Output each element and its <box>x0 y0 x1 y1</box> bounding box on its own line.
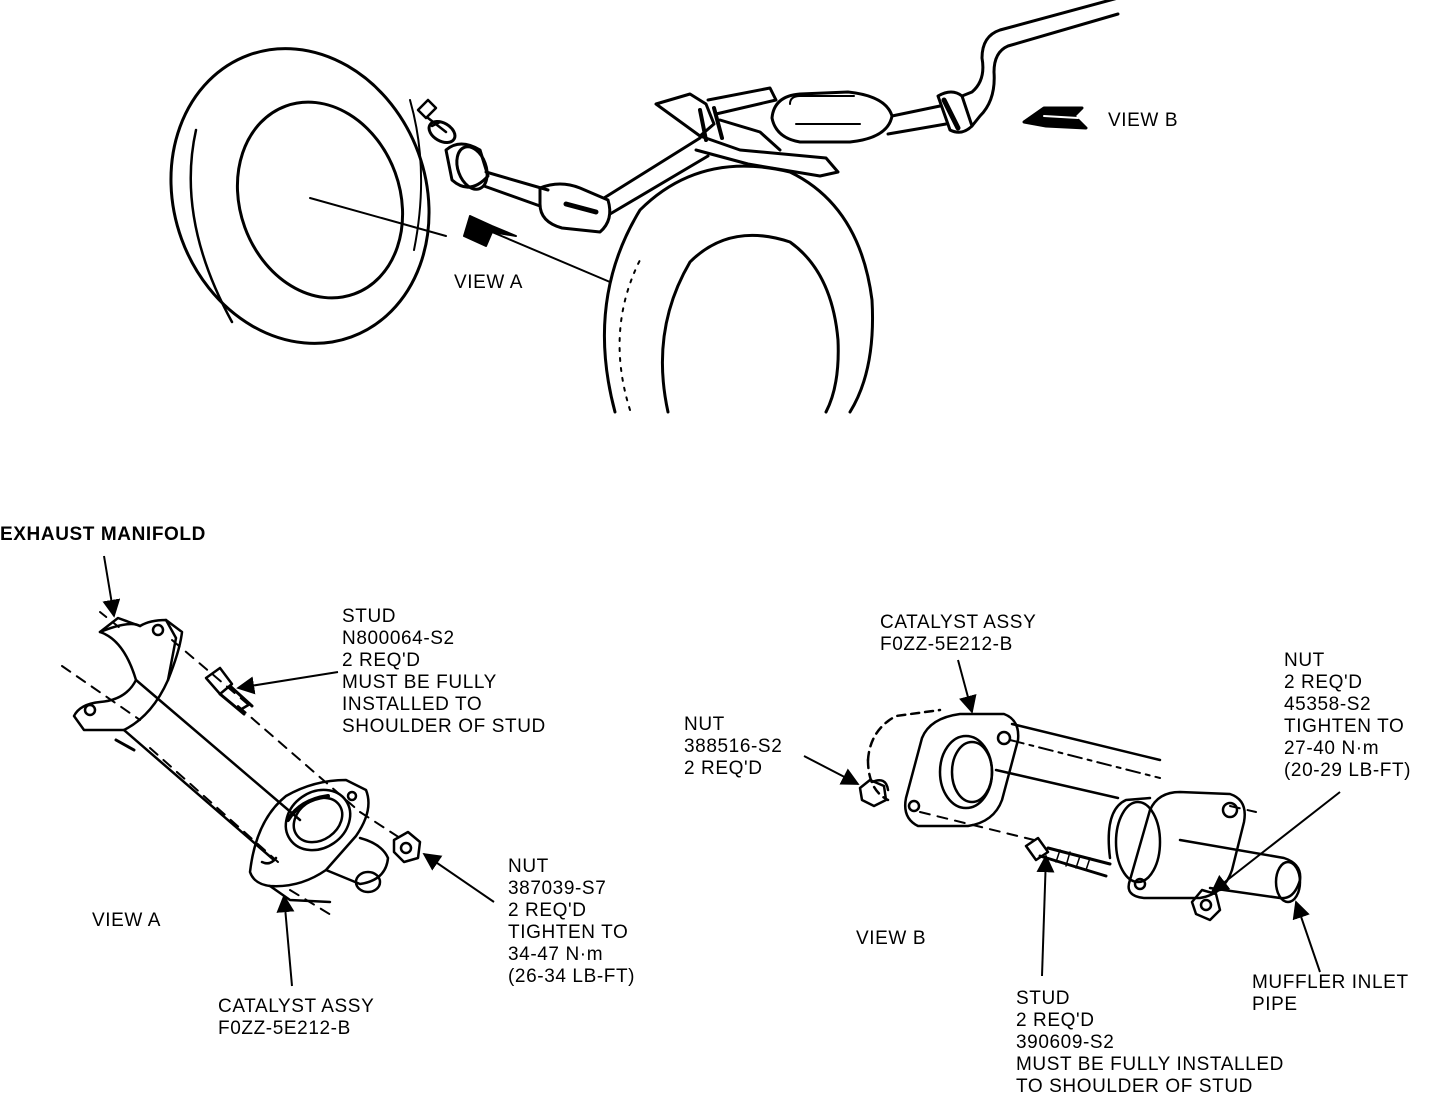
view-a-leaders <box>102 555 495 987</box>
view-b-stud-line3: 390609-S2 <box>1016 1032 1115 1053</box>
view-a-illustration <box>61 611 422 919</box>
view-b-nut-right-line1: NUT <box>1284 650 1325 671</box>
view-a-stud-line4: MUST BE FULLY <box>342 672 497 693</box>
view-a-nut-line4: TIGHTEN TO <box>508 922 629 943</box>
view-b-stud-line2: 2 REQ'D <box>1016 1010 1095 1031</box>
catalytic-converter-overview <box>770 90 948 144</box>
view-b-stud-line5: TO SHOULDER OF STUD <box>1016 1076 1253 1097</box>
view-b-catalyst-callout: CATALYST ASSY F0ZZ-5E212-B <box>880 612 1036 656</box>
right-tire <box>602 164 874 414</box>
view-b-stud-line1: STUD <box>1016 988 1071 1009</box>
view-b-nut-left-line3: 2 REQ'D <box>684 758 763 779</box>
view-b-nut-left-line2: 388516-S2 <box>684 736 783 757</box>
view-a-stud-line1: STUD <box>342 606 397 627</box>
view-b-catalyst-line2: F0ZZ-5E212-B <box>880 634 1013 655</box>
view-b-muffler-callout: MUFFLER INLET PIPE <box>1252 972 1409 1016</box>
view-b-stud-callout: STUD 2 REQ'D 390609-S2 MUST BE FULLY INS… <box>1016 988 1284 1098</box>
view-b-muffler-line1: MUFFLER INLET <box>1252 972 1409 993</box>
rear-pipe <box>936 0 1120 134</box>
front-pipe <box>482 136 710 234</box>
view-b-catalyst-line1: CATALYST ASSY <box>880 612 1037 633</box>
view-b-nut-left <box>858 778 890 808</box>
view-b-arrow <box>1022 106 1088 130</box>
view-b-nut-right-callout: NUT 2 REQ'D 45358-S2 TIGHTEN TO 27-40 N·… <box>1284 650 1411 782</box>
view-a-nut-line5: 34-47 N·m <box>508 944 604 965</box>
manifold-pipe <box>61 611 302 862</box>
view-b-nut-right-line2: 2 REQ'D <box>1284 672 1363 693</box>
view-b-muffler-flange <box>1107 790 1246 900</box>
view-a-catalyst-line2: F0ZZ-5E212-B <box>218 1018 351 1039</box>
view-b-nut-right <box>1190 888 1222 922</box>
view-a-caption: VIEW A <box>92 910 162 931</box>
view-b-illustration <box>858 708 1302 922</box>
overview-illustration <box>169 0 1120 414</box>
view-a-nut-line2: 387039-S7 <box>508 878 607 899</box>
overview-view-a-label: VIEW A <box>454 272 524 293</box>
view-b-caption: VIEW B <box>856 928 927 949</box>
view-a-stud <box>204 666 254 716</box>
view-b-stud-line4: MUST BE FULLY INSTALLED <box>1016 1054 1284 1075</box>
cross-member <box>654 86 840 178</box>
view-a-stud-line3: 2 REQ'D <box>342 650 421 671</box>
exhaust-manifold-label: EXHAUST MANIFOLD <box>0 524 206 545</box>
view-a-nut-line3: 2 REQ'D <box>508 900 587 921</box>
view-a-stud-line6: SHOULDER OF STUD <box>342 716 546 737</box>
view-a-nut-line1: NUT <box>508 856 549 877</box>
view-a-catalyst-line1: CATALYST ASSY <box>218 996 375 1017</box>
axle-line <box>309 197 447 237</box>
view-b-leaders <box>803 659 1341 977</box>
view-b-nut-left-line1: NUT <box>684 714 725 735</box>
view-a-stud-line5: INSTALLED TO <box>342 694 483 715</box>
left-tire <box>169 47 431 345</box>
view-a-stud-callout: STUD N800064-S2 2 REQ'D MUST BE FULLY IN… <box>342 606 546 738</box>
overview-view-b-label: VIEW B <box>1108 110 1179 131</box>
view-b-muffler-line2: PIPE <box>1252 994 1298 1015</box>
view-b-nut-right-line5: 27-40 N·m <box>1284 738 1380 759</box>
view-a-nut-line6: (26-34 LB-FT) <box>508 966 636 987</box>
view-b-nut-left-callout: NUT 388516-S2 2 REQ'D <box>684 714 782 780</box>
view-b-nut-right-line3: 45358-S2 <box>1284 694 1372 715</box>
manifold-flange <box>72 616 184 732</box>
view-a-stud-line2: N800064-S2 <box>342 628 455 649</box>
view-a-arrow <box>463 215 517 247</box>
manifold-connection <box>416 98 490 191</box>
view-b-catalyst <box>866 708 1020 828</box>
view-a-catalyst-flange <box>248 778 390 904</box>
view-b-nut-right-line4: TIGHTEN TO <box>1284 716 1405 737</box>
view-b-nut-right-line6: (20-29 LB-FT) <box>1284 760 1412 781</box>
view-a-nut-callout: NUT 387039-S7 2 REQ'D TIGHTEN TO 34-47 N… <box>508 856 635 988</box>
view-a-catalyst-callout: CATALYST ASSY F0ZZ-5E212-B <box>218 996 374 1040</box>
view-a-nut <box>392 830 422 864</box>
view-b-stud <box>1024 836 1112 878</box>
